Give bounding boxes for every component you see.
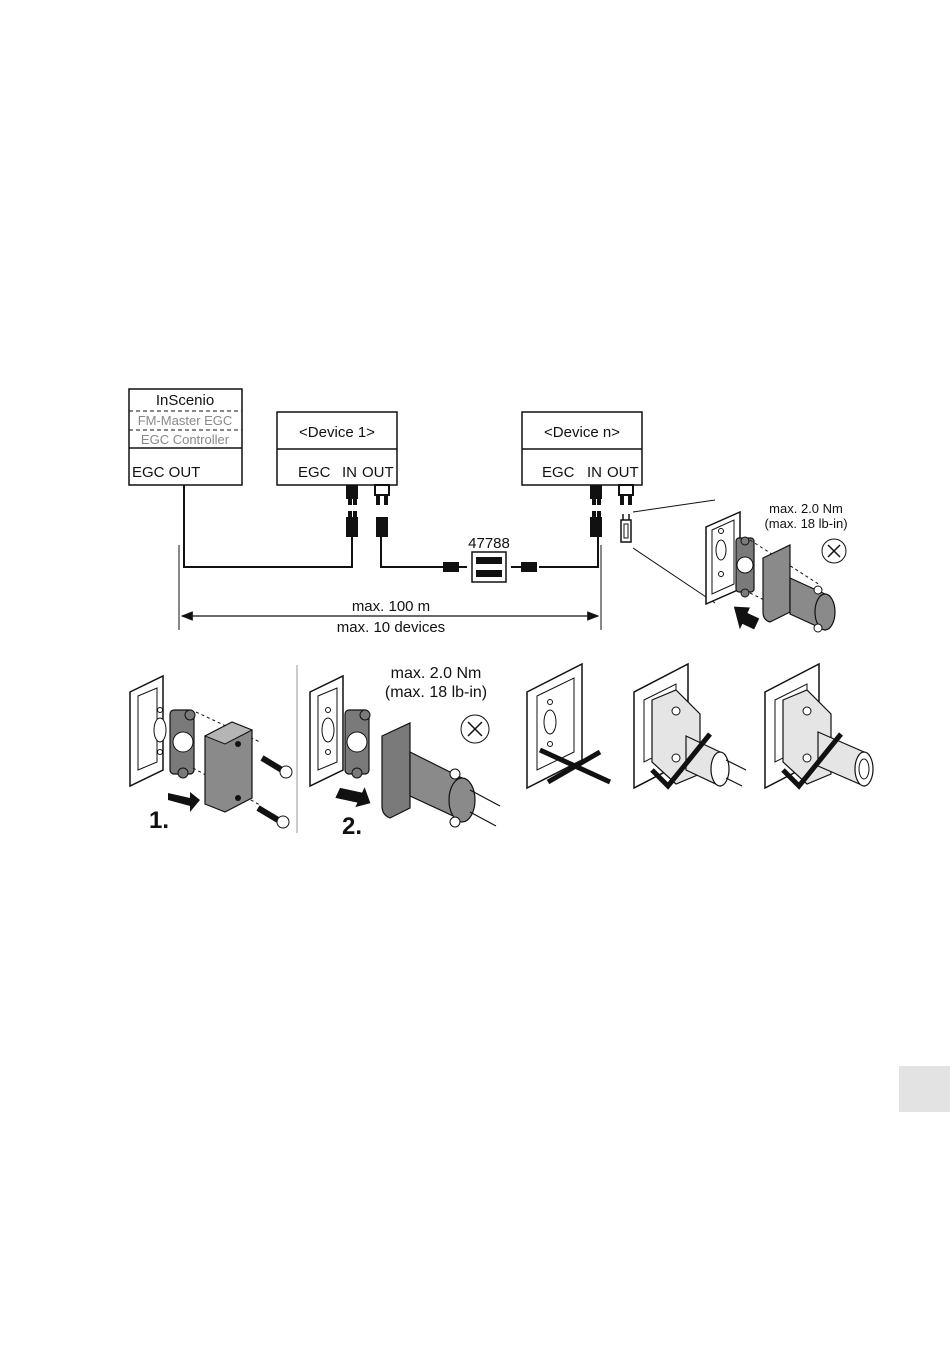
coupler-47788: 47788 (443, 535, 537, 582)
controller-port-label: EGC OUT (132, 464, 200, 481)
controller-box: InScenio FM-Master EGC EGC Controller EG… (129, 389, 242, 485)
devicen-box: <Device n> EGC IN OUT (522, 412, 642, 485)
step2-mount-terminator: 2. max. 2.0 Nm (max. 18 lb-in) (310, 665, 500, 840)
cable-connected-ok (634, 664, 746, 788)
controller-line2: FM-Master EGC (138, 413, 233, 428)
devicen-port-egc: EGC (542, 464, 575, 481)
length-dimension: max. 100 m max. 10 devices (179, 545, 601, 636)
device1-in-connector (346, 485, 358, 537)
step1-label: 1. (149, 807, 169, 834)
torque-top-line1: max. 2.0 Nm (769, 501, 843, 516)
torque-top-line2: (max. 18 lb-in) (764, 516, 847, 531)
devicen-title: <Device n> (544, 424, 620, 441)
device1-port-in: IN (342, 464, 357, 481)
max-devices-label: max. 10 devices (337, 619, 445, 636)
chapter-side-tab (899, 1066, 950, 1112)
devicen-port-out: OUT (607, 464, 639, 481)
open-port-wrong (527, 664, 610, 788)
egc-cables (184, 485, 598, 567)
step1-remove-cover: 1. (130, 676, 292, 834)
torque-bottom-line2: (max. 18 lb-in) (385, 684, 487, 701)
devicen-out-connector (619, 485, 633, 542)
devicen-in-connector (590, 485, 602, 537)
controller-line3: EGC Controller (141, 432, 230, 447)
torque-bottom-line1: max. 2.0 Nm (391, 665, 482, 682)
device1-box: <Device 1> EGC IN OUT (277, 412, 397, 485)
controller-title: InScenio (156, 392, 214, 409)
device1-title: <Device 1> (299, 424, 375, 441)
step2-label: 2. (342, 813, 362, 840)
coupler-part-number: 47788 (468, 535, 510, 552)
devicen-port-in: IN (587, 464, 602, 481)
max-length-label: max. 100 m (352, 598, 430, 615)
terminator-detail-top: max. 2.0 Nm (max. 18 lb-in) (633, 500, 848, 635)
device1-port-out: OUT (362, 464, 394, 481)
terminator-fitted-ok (765, 664, 873, 788)
device1-port-egc: EGC (298, 464, 331, 481)
device1-out-connector (375, 485, 389, 537)
